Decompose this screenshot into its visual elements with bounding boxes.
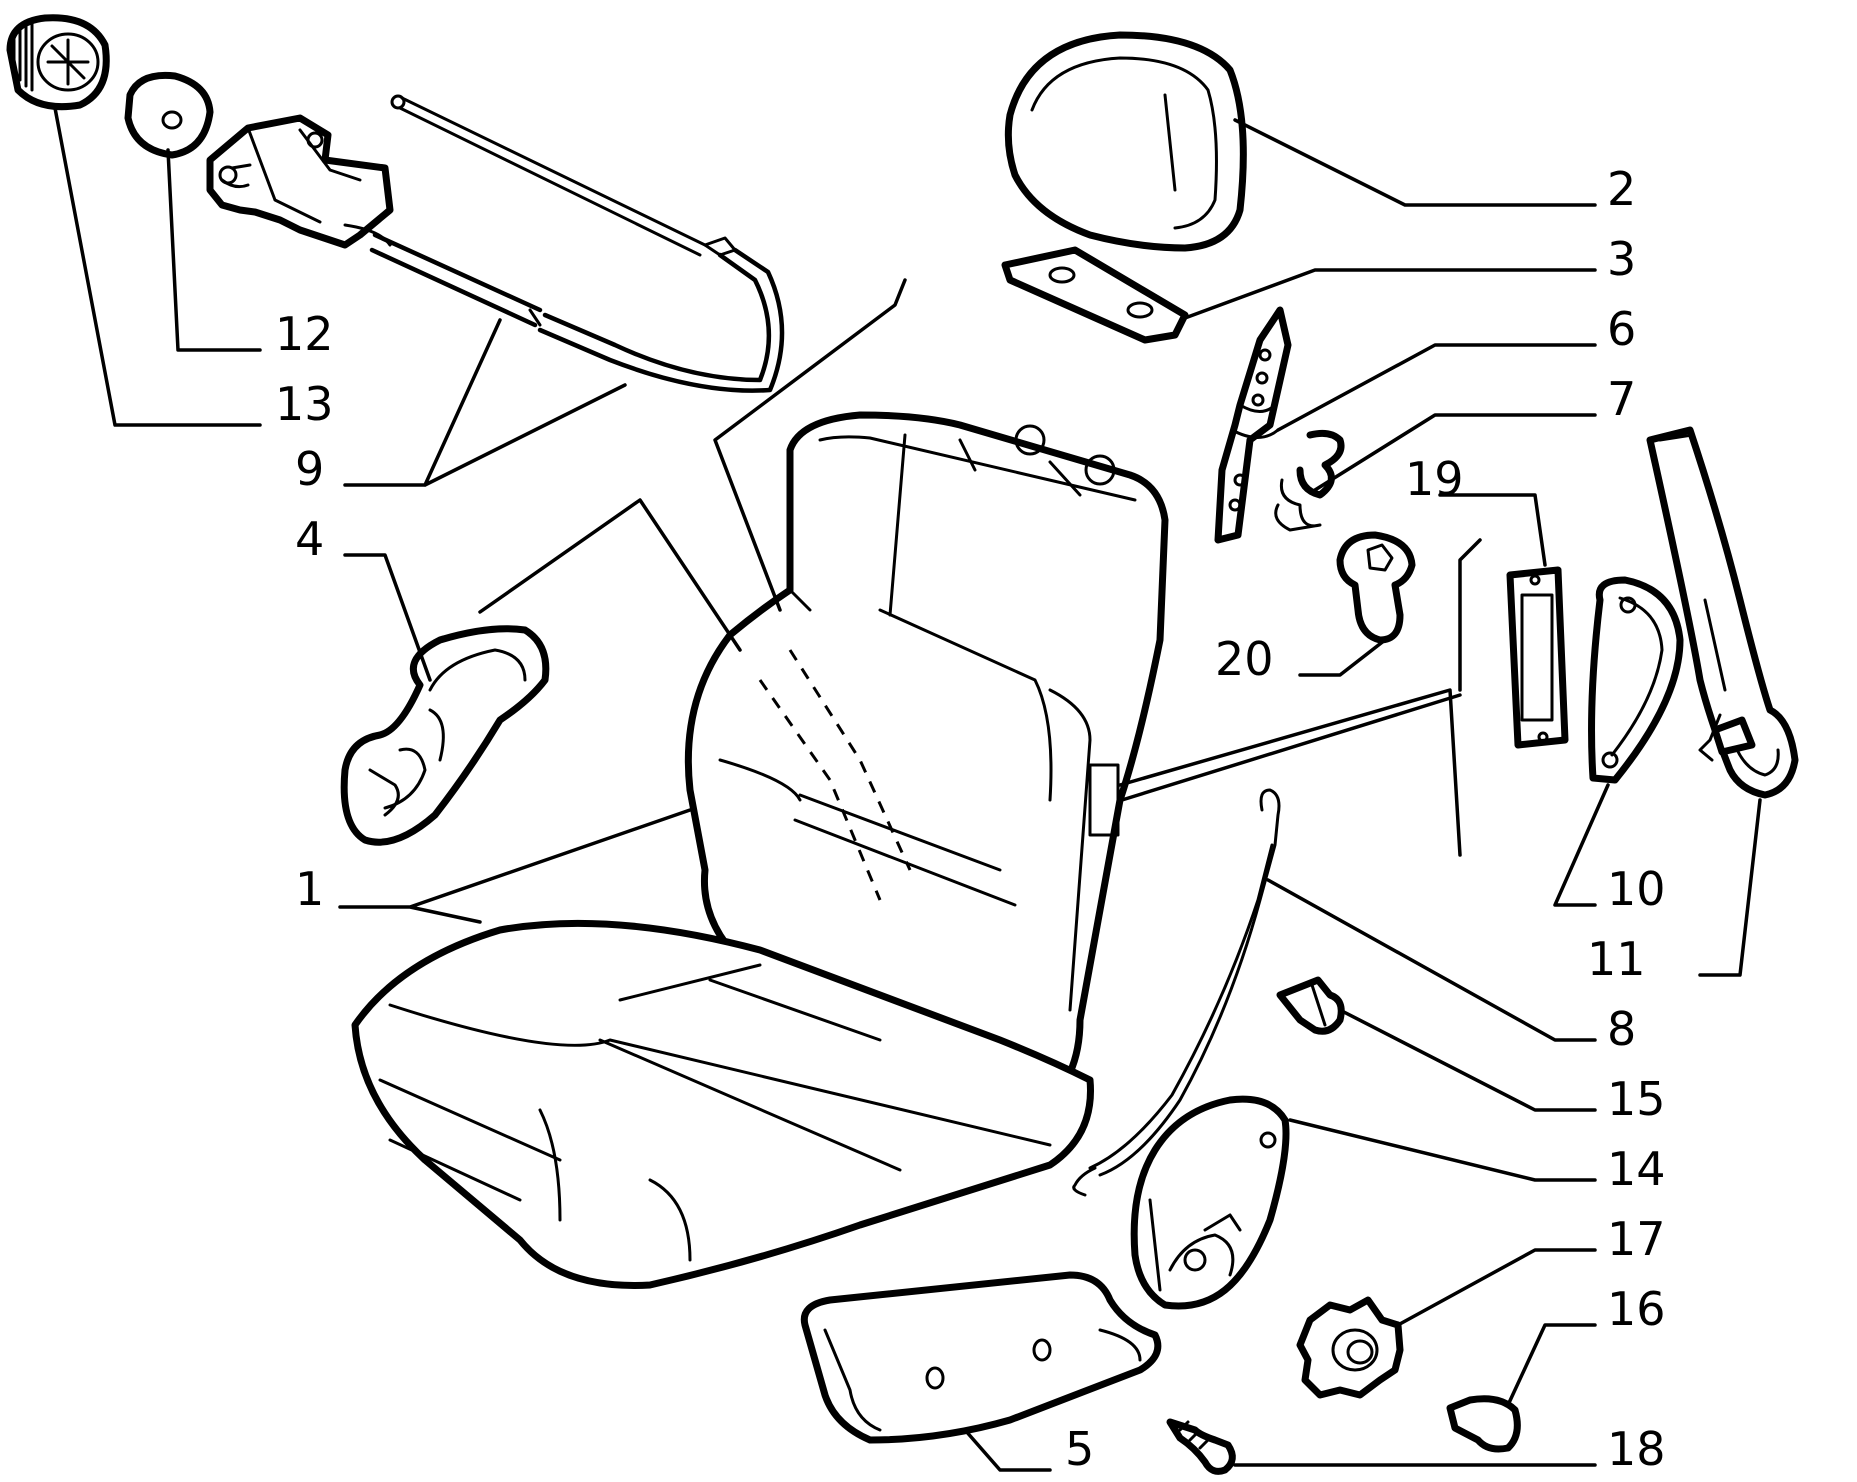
part-14-side-cover — [1130, 1095, 1290, 1310]
part-15-plug — [1276, 976, 1345, 1035]
callout-17: 17 — [1607, 1212, 1666, 1266]
part-20-pin — [1336, 531, 1416, 644]
part-8-cable — [1072, 788, 1281, 1197]
callout-13: 13 — [275, 377, 334, 431]
callout-2: 2 — [1607, 162, 1636, 216]
callout-10: 10 — [1607, 862, 1666, 916]
part-10-trim — [1588, 576, 1684, 784]
callout-9: 9 — [295, 442, 324, 496]
part-4-side-trim — [340, 625, 550, 846]
leader-lines — [53, 106, 1762, 1472]
callout-3: 3 — [1607, 232, 1636, 286]
callout-6: 6 — [1607, 302, 1636, 356]
callout-11: 11 — [1587, 932, 1646, 986]
part-16-cap — [1446, 1395, 1521, 1453]
part-18-screw — [1166, 1418, 1236, 1475]
callout-15: 15 — [1607, 1072, 1666, 1126]
part-3-plate — [1001, 246, 1189, 344]
part-2-headrest — [1004, 31, 1247, 252]
part-12-washer — [124, 71, 214, 159]
part-1-seat — [351, 411, 1169, 1289]
callout-7: 7 — [1607, 372, 1636, 426]
part-19-bezel — [1506, 566, 1569, 749]
part-9-cable-mechanism — [206, 94, 785, 393]
part-17-star-knob — [1296, 1296, 1404, 1399]
callout-5: 5 — [1065, 1422, 1094, 1476]
part-5-lower-trim — [800, 1271, 1162, 1444]
part-13-knob — [6, 14, 110, 111]
callout-18: 18 — [1607, 1422, 1666, 1476]
callout-19: 19 — [1405, 452, 1464, 506]
callout-12: 12 — [275, 307, 334, 361]
callout-numbers: 2 3 6 7 19 20 10 11 8 15 14 17 16 18 5 1… — [275, 162, 1666, 1476]
callout-4: 4 — [295, 512, 324, 566]
callout-1: 1 — [295, 862, 324, 916]
callout-14: 14 — [1607, 1142, 1666, 1196]
callout-8: 8 — [1607, 1002, 1636, 1056]
part-11-lever — [1646, 426, 1799, 799]
part-6-guide — [1214, 306, 1292, 544]
callout-20: 20 — [1215, 632, 1274, 686]
callout-16: 16 — [1607, 1282, 1666, 1336]
